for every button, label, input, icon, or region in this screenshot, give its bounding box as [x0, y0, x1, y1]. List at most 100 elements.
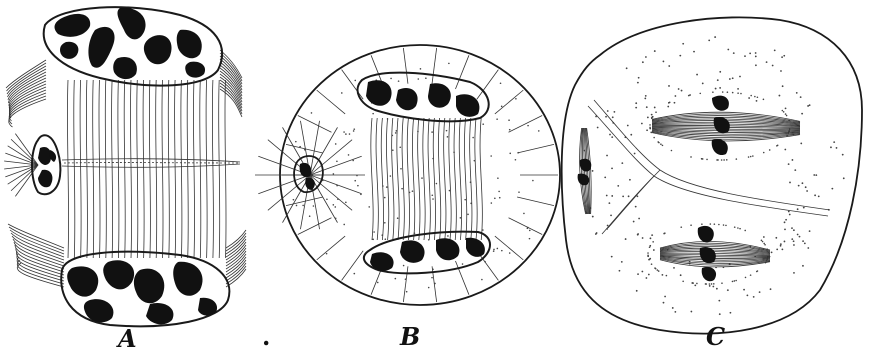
astral-ray — [226, 245, 246, 263]
granule — [791, 238, 793, 240]
granule — [789, 214, 791, 216]
granule — [784, 241, 786, 243]
radial-fiber — [317, 90, 345, 114]
granule — [309, 215, 311, 217]
granule — [637, 273, 639, 275]
granule — [523, 213, 525, 215]
granule — [509, 252, 511, 254]
spindle-fiber — [67, 80, 68, 258]
granule — [661, 274, 663, 276]
spindle-fiber — [112, 80, 113, 258]
astral-ray — [226, 242, 246, 260]
granule — [372, 113, 374, 115]
granule — [499, 197, 501, 199]
granule — [348, 154, 350, 156]
panel-label-c: C — [706, 322, 725, 351]
granule — [654, 50, 656, 52]
granule — [706, 159, 708, 161]
granule — [780, 70, 782, 72]
granule — [592, 216, 594, 218]
astral-ray — [226, 239, 246, 257]
spindle-fiber — [428, 118, 430, 240]
granule — [532, 180, 534, 182]
granule — [606, 155, 608, 157]
granule — [796, 92, 798, 94]
granule — [335, 143, 337, 145]
granule — [412, 190, 414, 192]
granule — [797, 208, 799, 210]
granule — [384, 197, 386, 199]
radial-fiber — [509, 218, 543, 235]
panel-label-b: B — [400, 322, 420, 351]
granule — [501, 250, 503, 252]
granule — [649, 124, 651, 126]
granule — [650, 132, 652, 134]
granule — [710, 223, 712, 225]
granule — [431, 131, 433, 133]
granule — [662, 145, 664, 147]
granule — [682, 43, 684, 45]
granule — [653, 137, 655, 139]
granule — [518, 191, 520, 193]
granule — [744, 230, 746, 232]
astral-ray — [9, 90, 46, 118]
granule — [763, 152, 765, 154]
granule — [633, 221, 635, 223]
spindle-fiber — [124, 80, 125, 258]
granule — [352, 160, 354, 162]
granule — [757, 270, 759, 272]
radial-fiber — [342, 70, 364, 100]
granule — [702, 83, 704, 85]
granule — [381, 234, 383, 236]
granule — [709, 283, 711, 285]
granule — [749, 52, 751, 54]
granule — [836, 147, 838, 149]
panel-label-a: A — [118, 324, 137, 353]
granule — [804, 242, 806, 244]
granule — [654, 107, 656, 109]
radial-fiber — [477, 70, 499, 100]
panel-b-cell — [255, 45, 560, 305]
granule — [611, 136, 613, 138]
granule — [392, 135, 394, 137]
spindle-fiber — [143, 80, 144, 258]
spindle-fiber — [371, 118, 373, 240]
granule — [472, 137, 474, 139]
granule — [628, 195, 630, 197]
granule — [647, 117, 649, 119]
granule — [814, 194, 816, 196]
granule — [304, 149, 306, 151]
spindle-fiber — [118, 80, 119, 258]
granule — [813, 174, 815, 176]
panel-b-top-nucleus — [358, 73, 489, 122]
spindle-fiber — [392, 118, 394, 240]
panel-c-cell — [562, 17, 862, 333]
astral-ray — [11, 165, 38, 191]
granule — [622, 195, 624, 197]
granule — [674, 311, 676, 313]
granule — [611, 195, 613, 197]
granule — [781, 248, 783, 250]
granule — [678, 88, 680, 90]
granule — [650, 237, 652, 239]
granule — [842, 154, 844, 156]
granule — [302, 205, 304, 207]
granule — [690, 156, 692, 158]
granule — [484, 261, 486, 263]
granule — [432, 198, 434, 200]
granule — [739, 228, 741, 230]
radial-fiber — [455, 55, 468, 89]
granule — [764, 244, 766, 246]
radial-fiber — [403, 48, 408, 84]
spindle-fiber — [130, 80, 131, 258]
granule — [501, 106, 503, 108]
granule — [755, 64, 757, 66]
granule — [647, 255, 649, 257]
granule — [400, 168, 402, 170]
spindle-fiber — [137, 80, 138, 258]
granule — [726, 159, 728, 161]
granule — [679, 55, 681, 57]
granule — [311, 112, 313, 114]
granule — [446, 130, 448, 132]
granule — [428, 287, 430, 289]
